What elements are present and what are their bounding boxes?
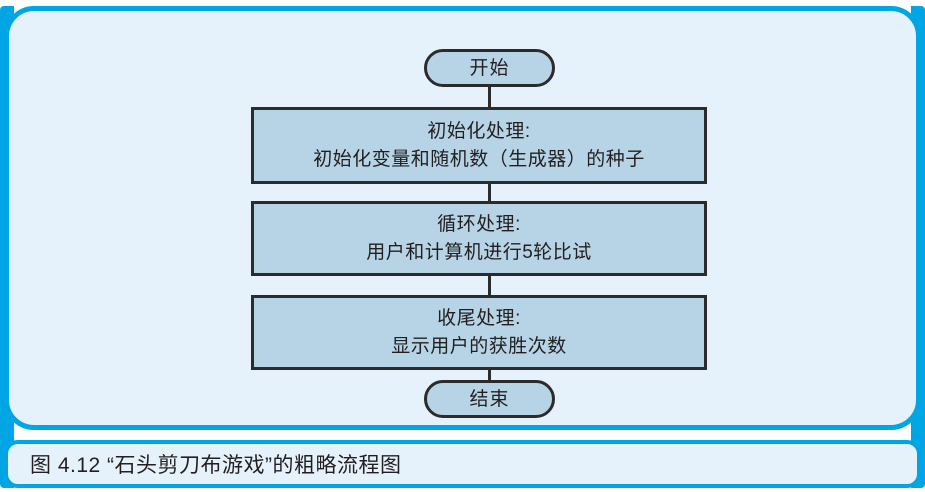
flow-connector-start-init: [488, 85, 491, 109]
diagram-panel: 开始 初始化处理: 初始化变量和随机数（生成器）的种子 循环处理: 用户和计算机…: [4, 6, 921, 430]
flow-node-init-line-1: 初始化处理:: [427, 120, 531, 142]
figure-caption: 图 4.12 “石头剪刀布游戏”的粗略流程图: [30, 454, 402, 477]
flow-node-finish-line-1: 收尾处理:: [437, 307, 521, 329]
flow-node-start: 开始: [424, 49, 555, 87]
flow-node-loop-line-1: 循环处理:: [437, 213, 521, 235]
flow-node-end-label: 结束: [469, 388, 510, 410]
flowchart: 开始 初始化处理: 初始化变量和随机数（生成器）的种子 循环处理: 用户和计算机…: [9, 11, 925, 425]
flow-node-start-label: 开始: [469, 57, 510, 79]
flow-node-finish: 收尾处理: 显示用户的获胜次数: [251, 295, 707, 370]
flow-node-init: 初始化处理: 初始化变量和随机数（生成器）的种子: [251, 107, 707, 184]
flow-connector-finish-end: [488, 368, 491, 388]
flow-node-init-line-2: 初始化变量和随机数（生成器）的种子: [313, 148, 645, 170]
flow-connector-init-loop: [488, 182, 491, 203]
flow-node-end: 结束: [424, 380, 555, 418]
figure-caption-panel: 图 4.12 “石头剪刀布游戏”的粗略流程图: [4, 440, 921, 488]
flow-connector-loop-finish: [488, 274, 491, 297]
flow-node-finish-line-2: 显示用户的获胜次数: [391, 335, 567, 357]
flow-node-loop-line-2: 用户和计算机进行5轮比试: [366, 241, 592, 263]
flow-node-loop: 循环处理: 用户和计算机进行5轮比试: [251, 201, 707, 276]
